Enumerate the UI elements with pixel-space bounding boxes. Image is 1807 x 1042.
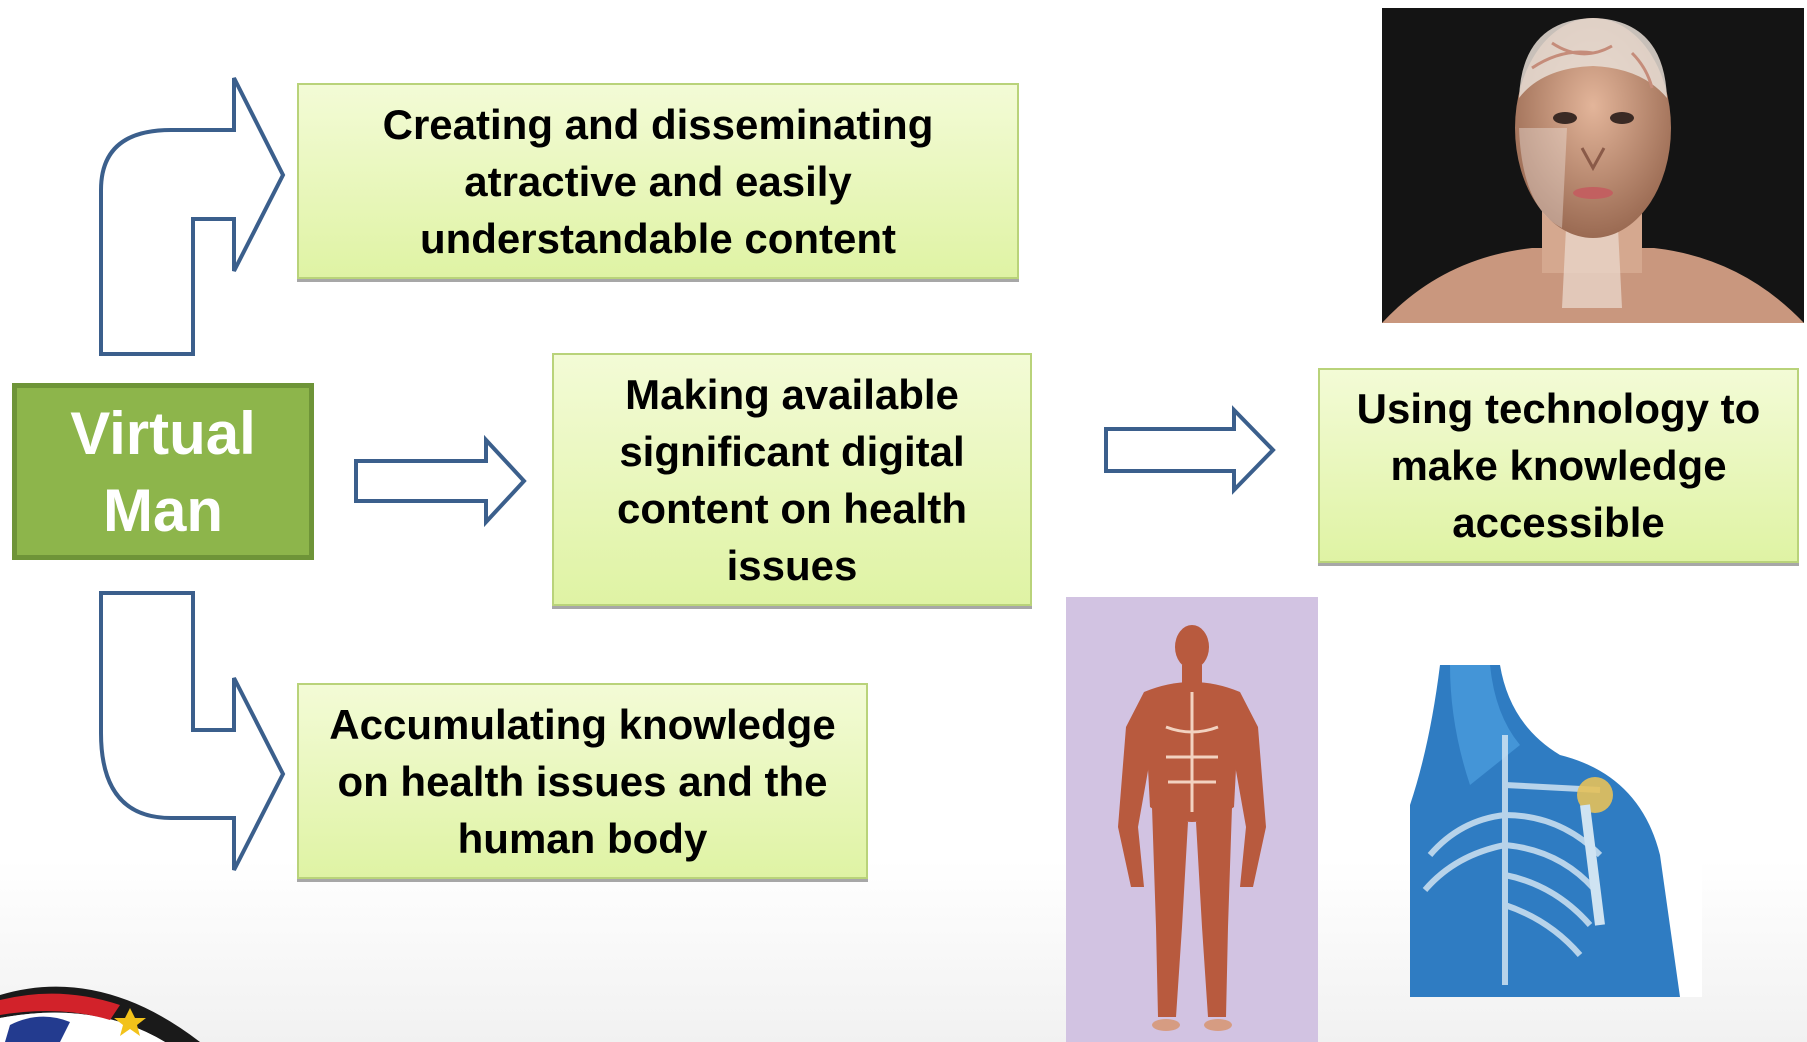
box-accumulating-knowledge: Accumulating knowledge on health issues … (297, 683, 868, 879)
right-arrow-right (1104, 405, 1276, 495)
box-technology: Using technology to make knowledge acces… (1318, 368, 1799, 563)
virtual-man-line1: Virtual (70, 399, 256, 467)
virtual-man-line2: Man (103, 476, 223, 544)
logo-emblem (0, 986, 200, 1042)
muscle-figure-illustration (1118, 625, 1266, 1031)
box-creating-content: Creating and disseminating atractive and… (297, 83, 1019, 279)
head-anatomy-image (1382, 8, 1804, 323)
virtual-man-node: Virtual Man (12, 383, 314, 560)
right-arrow-middle (354, 434, 527, 528)
muscle-anatomy-image (1066, 597, 1318, 1042)
box-digital-content: Making available significant digital con… (552, 353, 1032, 606)
skeleton-shoulder-image (1410, 665, 1702, 997)
bent-down-arrow (99, 591, 286, 871)
head-illustration (1382, 18, 1804, 323)
bent-up-arrow (99, 77, 286, 356)
skeleton-illustration (1410, 665, 1680, 997)
